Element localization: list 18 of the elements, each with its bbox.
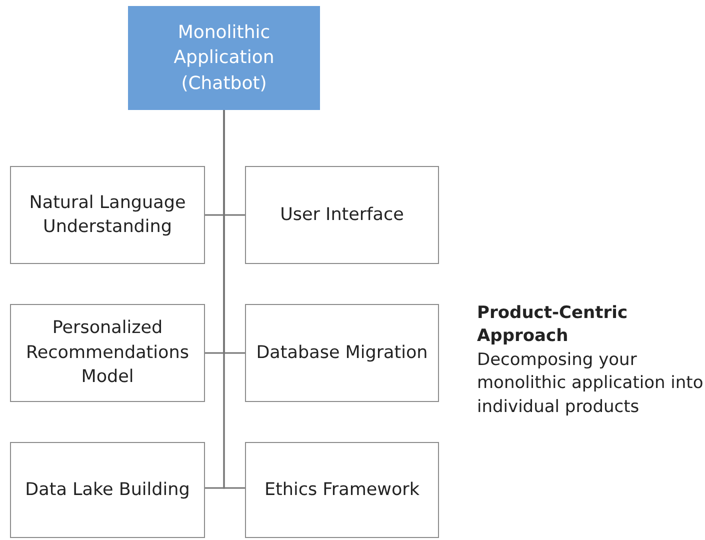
side-description: Decomposing your monolithic application into individual products (477, 348, 704, 419)
product-box (245, 442, 439, 538)
box-text: Natural Language Understanding (28, 192, 187, 239)
product-box (245, 166, 439, 264)
box-text: (Chatbot) (181, 72, 267, 96)
side-heading: Product-Centric Approach (477, 302, 629, 348)
box-text: Personalized Recommendations Model (25, 317, 190, 390)
product-box (10, 442, 205, 538)
connector-line (223, 110, 245, 489)
box-text: Database Migration (256, 342, 428, 365)
box-text: Ethics Framework (264, 478, 420, 502)
product-box (10, 304, 205, 402)
product-box (10, 166, 205, 264)
product-box (245, 304, 439, 402)
box-text: User Interface (280, 204, 404, 227)
box-text: Monolithic Application (172, 21, 276, 70)
header-box (128, 6, 320, 110)
box-text: Data Lake Building (25, 478, 190, 502)
